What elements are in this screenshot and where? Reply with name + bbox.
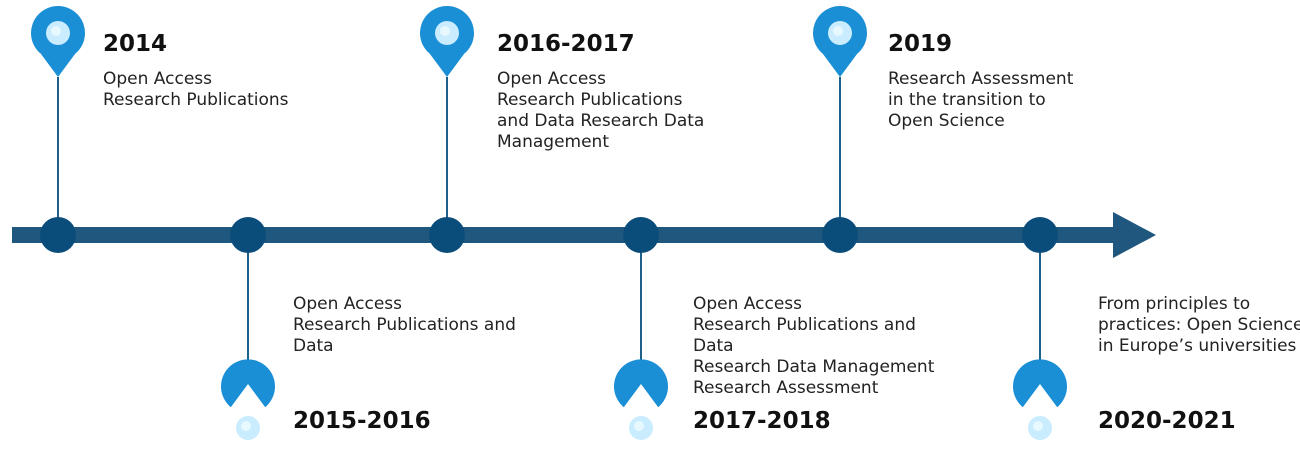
stems xyxy=(57,77,1041,384)
milestone-3-line-3: and Data Research Data xyxy=(497,111,705,131)
location-pin-icon xyxy=(813,5,868,78)
milestone-2-line-3: Data xyxy=(293,336,334,356)
milestone-3-line-2: Research Publications xyxy=(497,90,683,110)
milestone-3-description: Open Access Research Publications and Da… xyxy=(497,69,704,153)
milestone-4-description: Open Access Research Publications and Da… xyxy=(693,294,934,399)
milestone-2-line-1: Open Access xyxy=(293,294,403,314)
milestone-1-description: Open Access Research Publications xyxy=(103,69,289,111)
timeline-arrow-shaft xyxy=(12,227,1120,243)
milestone-2-description: Open Access Research Publications and Da… xyxy=(293,294,516,357)
milestone-2-line-2: Research Publications and xyxy=(293,315,516,335)
milestone-1-line-2: Research Publications xyxy=(103,90,289,110)
milestone-5-line-3: Open Science xyxy=(888,111,1005,131)
milestone-5-year: 2019 xyxy=(888,31,953,57)
milestone-1-year: 2014 xyxy=(103,31,168,57)
timeline-arrow-head xyxy=(1113,212,1156,258)
timeline-node xyxy=(1022,217,1058,253)
milestone-4-line-4: Research Data Management xyxy=(693,357,935,377)
milestone-3-line-1: Open Access xyxy=(497,69,607,89)
milestone-4-line-5: Research Assessment xyxy=(693,378,879,398)
milestone-5-line-2: in the transition to xyxy=(888,90,1046,110)
milestone-3-year: 2016-2017 xyxy=(497,31,635,57)
timeline-node xyxy=(40,217,76,253)
milestone-5-description: Research Assessment in the transition to… xyxy=(888,69,1073,132)
location-pin-icon xyxy=(30,6,86,78)
milestone-6-year: 2020-2021 xyxy=(1098,408,1236,434)
milestone-4-year: 2017-2018 xyxy=(693,408,831,434)
timeline-node xyxy=(623,217,659,253)
milestone-3-line-4: Management xyxy=(497,132,609,152)
location-pin-icon xyxy=(420,5,474,77)
location-pin-icon xyxy=(220,359,275,440)
milestone-4-line-3: Data xyxy=(693,336,734,356)
timeline-node xyxy=(822,217,858,253)
milestone-6-line-1: From principles to xyxy=(1098,294,1251,314)
pins xyxy=(30,5,1067,440)
nodes xyxy=(40,217,1058,253)
milestone-4-line-2: Research Publications and xyxy=(693,315,916,335)
milestone-6-description: From principles to practices: Open Scien… xyxy=(1098,294,1300,357)
location-pin-icon xyxy=(614,359,668,440)
milestone-1-line-1: Open Access xyxy=(103,69,213,89)
milestone-5-line-1: Research Assessment xyxy=(888,69,1074,89)
milestone-6-line-3: in Europe’s universities xyxy=(1098,336,1297,356)
timeline-node xyxy=(429,217,465,253)
milestone-4-line-1: Open Access xyxy=(693,294,803,314)
timeline-node xyxy=(230,217,266,253)
location-pin-icon xyxy=(1013,359,1067,440)
milestone-6-line-2: practices: Open Science xyxy=(1098,315,1300,335)
milestone-2-year: 2015-2016 xyxy=(293,408,431,434)
